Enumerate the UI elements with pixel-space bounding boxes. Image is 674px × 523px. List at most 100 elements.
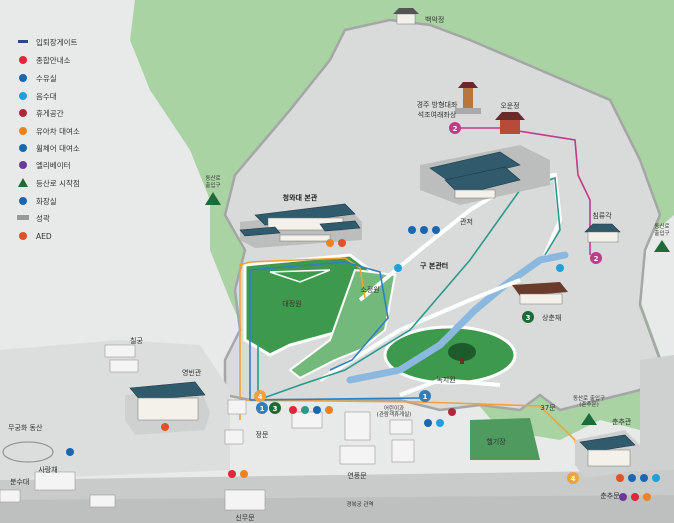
drinking-water-icon — [652, 474, 660, 482]
bottom-lower-road — [0, 495, 674, 523]
label-yeonpungmun: 연풍문 — [347, 472, 367, 480]
label-bunsumadang: 분수대 — [10, 478, 29, 486]
label-baekakjeong: 백악정 — [425, 15, 444, 24]
trailhead-icon — [581, 413, 597, 425]
elevator-icon — [301, 406, 309, 414]
legend-label: 휠체어 대여소 — [36, 143, 80, 153]
legend-label: 등산로 시작점 — [36, 178, 80, 188]
legend-item-info: 종합안내소 — [19, 55, 71, 65]
info-icon — [19, 56, 27, 64]
label-chunchumun: 춘추문 — [600, 491, 620, 500]
route-marker — [522, 311, 534, 323]
gate-markers[interactable]: 2 2 3 1 1 3 4 4 — [254, 122, 602, 484]
drinking-water-icon — [19, 92, 27, 100]
label-eorini-2: (관람객휴게실) — [377, 410, 412, 418]
elevator-icon — [19, 161, 27, 169]
drinking-water-icon — [556, 264, 564, 272]
gate-icon — [18, 40, 28, 43]
route-marker-label: 3 — [526, 314, 531, 322]
legend-label: AED — [36, 232, 52, 241]
label-sojeongwon: 소정원 — [360, 285, 379, 294]
route-marker — [254, 390, 266, 402]
label-trail-bottom-1: 동산로 출입구 — [573, 394, 605, 402]
label-sarangjae: 사랑채 — [38, 465, 57, 474]
legend-label: 화장실 — [36, 196, 57, 206]
label-daejeongwon: 대정원 — [282, 299, 301, 308]
label-bonkwan: 청와대 본관 — [283, 193, 318, 202]
label-heliport: 헬기장 — [486, 437, 506, 446]
route-marker — [256, 402, 268, 414]
trailhead-icon — [654, 240, 670, 252]
info-icon — [289, 406, 297, 414]
label-trail-left-1: 동산로 — [205, 174, 220, 182]
chimnyugak-building — [584, 223, 621, 243]
elevator-icon — [619, 493, 627, 501]
drinking-water-icon — [394, 264, 402, 272]
trailhead-left: 동산로 출입구 — [205, 174, 221, 205]
legend-item-gate: 입퇴장게이트 — [18, 37, 77, 47]
label-seokjo-1: 경주 방형대좌 — [417, 100, 458, 109]
label-gate37: 37문 — [540, 404, 556, 412]
wheelchair-icon — [640, 474, 648, 482]
route-marker-label: 1 — [260, 405, 265, 413]
restroom-icon — [66, 448, 74, 456]
aed-icon — [616, 474, 624, 482]
trailhead-bottom: 동산로 출입구 (춘추문) — [573, 394, 605, 425]
route-marker-label: 1 — [423, 393, 428, 401]
stroller-icon — [326, 239, 334, 247]
legend-item-drink: 음수대 — [19, 92, 57, 101]
label-trail-right-2: 출입구 — [654, 229, 669, 237]
route-marker-label: 2 — [594, 255, 599, 263]
route-marker-label: 2 — [453, 125, 458, 133]
label-chilgung: 칠궁 — [130, 336, 143, 345]
water-icon — [19, 74, 27, 82]
sangchunjae-building — [512, 282, 568, 305]
legend-item-wheelchair: 휠체어 대여소 — [19, 143, 80, 153]
left-block — [0, 340, 230, 480]
legend-label: 종합안내소 — [36, 55, 71, 65]
daejeongwon-grid — [269, 269, 331, 283]
yeongbingwan-building — [125, 381, 210, 435]
wall-icon — [17, 215, 29, 220]
chilgung-buildings — [104, 344, 139, 373]
wheelchair-icon — [313, 406, 321, 414]
label-trail-left-2: 출입구 — [205, 181, 220, 189]
restroom-icon — [424, 419, 432, 427]
aed-icon — [161, 423, 169, 431]
route-marker-label: 4 — [571, 475, 576, 483]
legend-label: 엘리베이터 — [36, 160, 71, 170]
aed-icon — [19, 232, 27, 240]
restroom-icon — [628, 474, 636, 482]
legend-label: 휴게공간 — [36, 108, 64, 118]
label-sangchunjae: 상춘재 — [542, 313, 561, 322]
label-eorini-1: 어린이과 — [384, 404, 404, 412]
route-marker — [419, 390, 431, 402]
restroom-icon — [432, 226, 440, 234]
label-yeongbingwan: 영빈관 — [182, 368, 202, 377]
route-teal — [257, 176, 561, 401]
rest-area-icon — [448, 408, 456, 416]
stroller-icon — [325, 406, 333, 414]
legend-item-restroom: 화장실 — [19, 196, 57, 206]
facility-icons[interactable] — [66, 226, 660, 501]
route-marker-label: 3 — [273, 405, 278, 413]
label-old-bongwanter: 구 본관터 — [420, 261, 448, 270]
route-marker — [567, 472, 579, 484]
legend-label: 음수대 — [36, 92, 57, 101]
info-icon — [228, 470, 236, 478]
label-chimnyugak: 침류각 — [592, 212, 612, 220]
stroller-icon — [643, 493, 651, 501]
main-building — [239, 203, 362, 248]
wheelchair-icon — [19, 144, 27, 152]
route-blue — [249, 261, 421, 401]
drinking-water-icon — [436, 419, 444, 427]
legend-label: 성곽 — [36, 213, 50, 223]
nokjiwon-tree — [448, 343, 476, 364]
legend-item-trail: 등산로 시작점 — [18, 178, 80, 188]
aed-icon — [338, 239, 346, 247]
legend-item-aed: AED — [19, 232, 52, 241]
stroller-icon — [19, 127, 27, 135]
label-gwanji: 관저 — [460, 217, 473, 226]
label-seokjo-2: 석조여래좌상 — [418, 110, 457, 119]
